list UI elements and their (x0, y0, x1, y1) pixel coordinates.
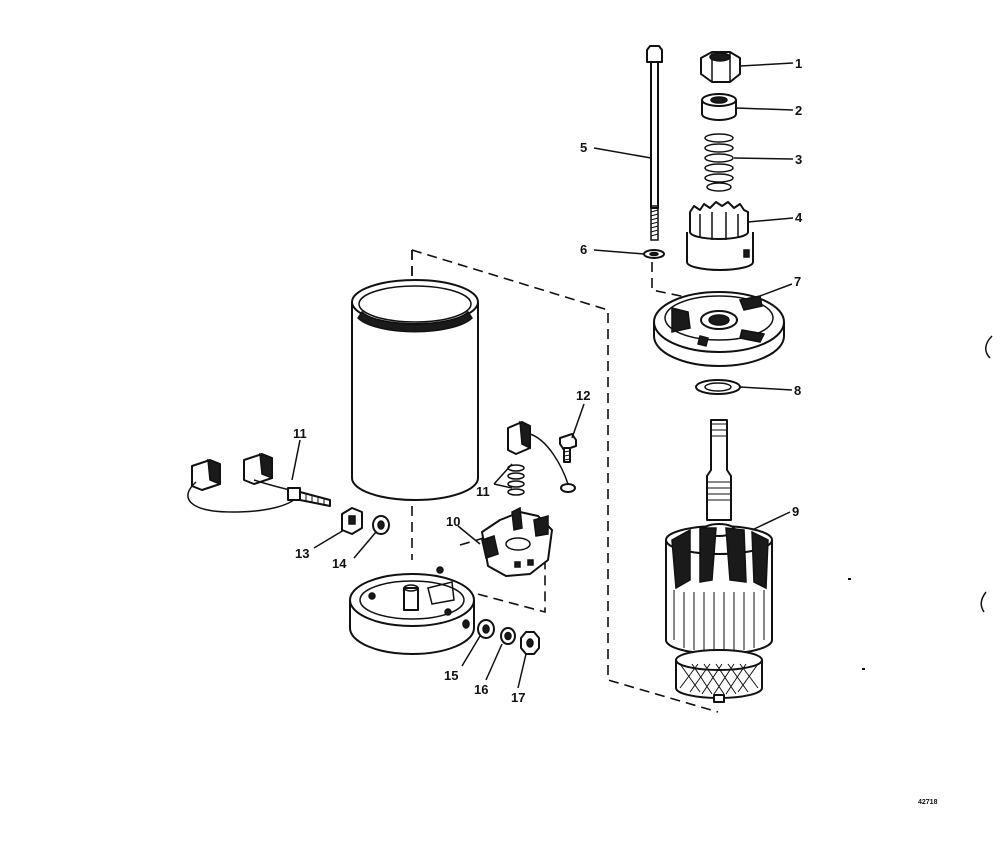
part-9-armature (665, 419, 773, 703)
callout-10: 10 (446, 514, 460, 529)
part-11-brush-set-left (187, 452, 331, 513)
part-7-end-cap (653, 291, 785, 367)
callout-7: 7 (794, 274, 801, 289)
scan-specks (848, 335, 993, 670)
part-5-through-bolt (646, 45, 663, 241)
commutator-end-cap (349, 566, 475, 655)
part-3-spring (704, 133, 734, 192)
callout-1: 1 (795, 56, 802, 71)
callout-11-left: 11 (293, 426, 307, 441)
part-1-hex-nut (700, 51, 741, 83)
part-6-washer (643, 249, 665, 259)
callout-13: 13 (295, 546, 309, 561)
part-2-spacer (701, 93, 737, 121)
callout-labels: 1 2 3 4 5 6 7 8 9 10 11 11 12 13 14 15 1… (293, 56, 803, 705)
callout-8: 8 (794, 383, 801, 398)
part-14-washer (372, 515, 390, 535)
callout-15: 15 (444, 668, 458, 683)
part-4-pinion-gear (686, 201, 754, 271)
callout-6: 6 (580, 242, 587, 257)
part-15-washer (477, 619, 495, 639)
callout-12: 12 (576, 388, 590, 403)
callout-9: 9 (792, 504, 799, 519)
frame-housing (351, 279, 479, 501)
callout-14: 14 (332, 556, 347, 571)
callout-4: 4 (795, 210, 803, 225)
part-16-lockwasher (500, 627, 516, 645)
callout-2: 2 (795, 103, 802, 118)
callout-11-right: 11 (476, 484, 490, 499)
figure-number: 42718 (918, 799, 938, 806)
part-12-screw (559, 433, 577, 463)
leader-lines (291, 62, 794, 689)
part-10-brush-holder (481, 506, 553, 577)
callout-3: 3 (795, 152, 802, 167)
callout-5: 5 (580, 140, 587, 155)
callout-17: 17 (511, 690, 525, 705)
part-8-thrust-washer (695, 379, 741, 395)
part-13-insulator (341, 507, 363, 535)
part-17-nut (520, 631, 540, 655)
callout-16: 16 (474, 682, 488, 697)
